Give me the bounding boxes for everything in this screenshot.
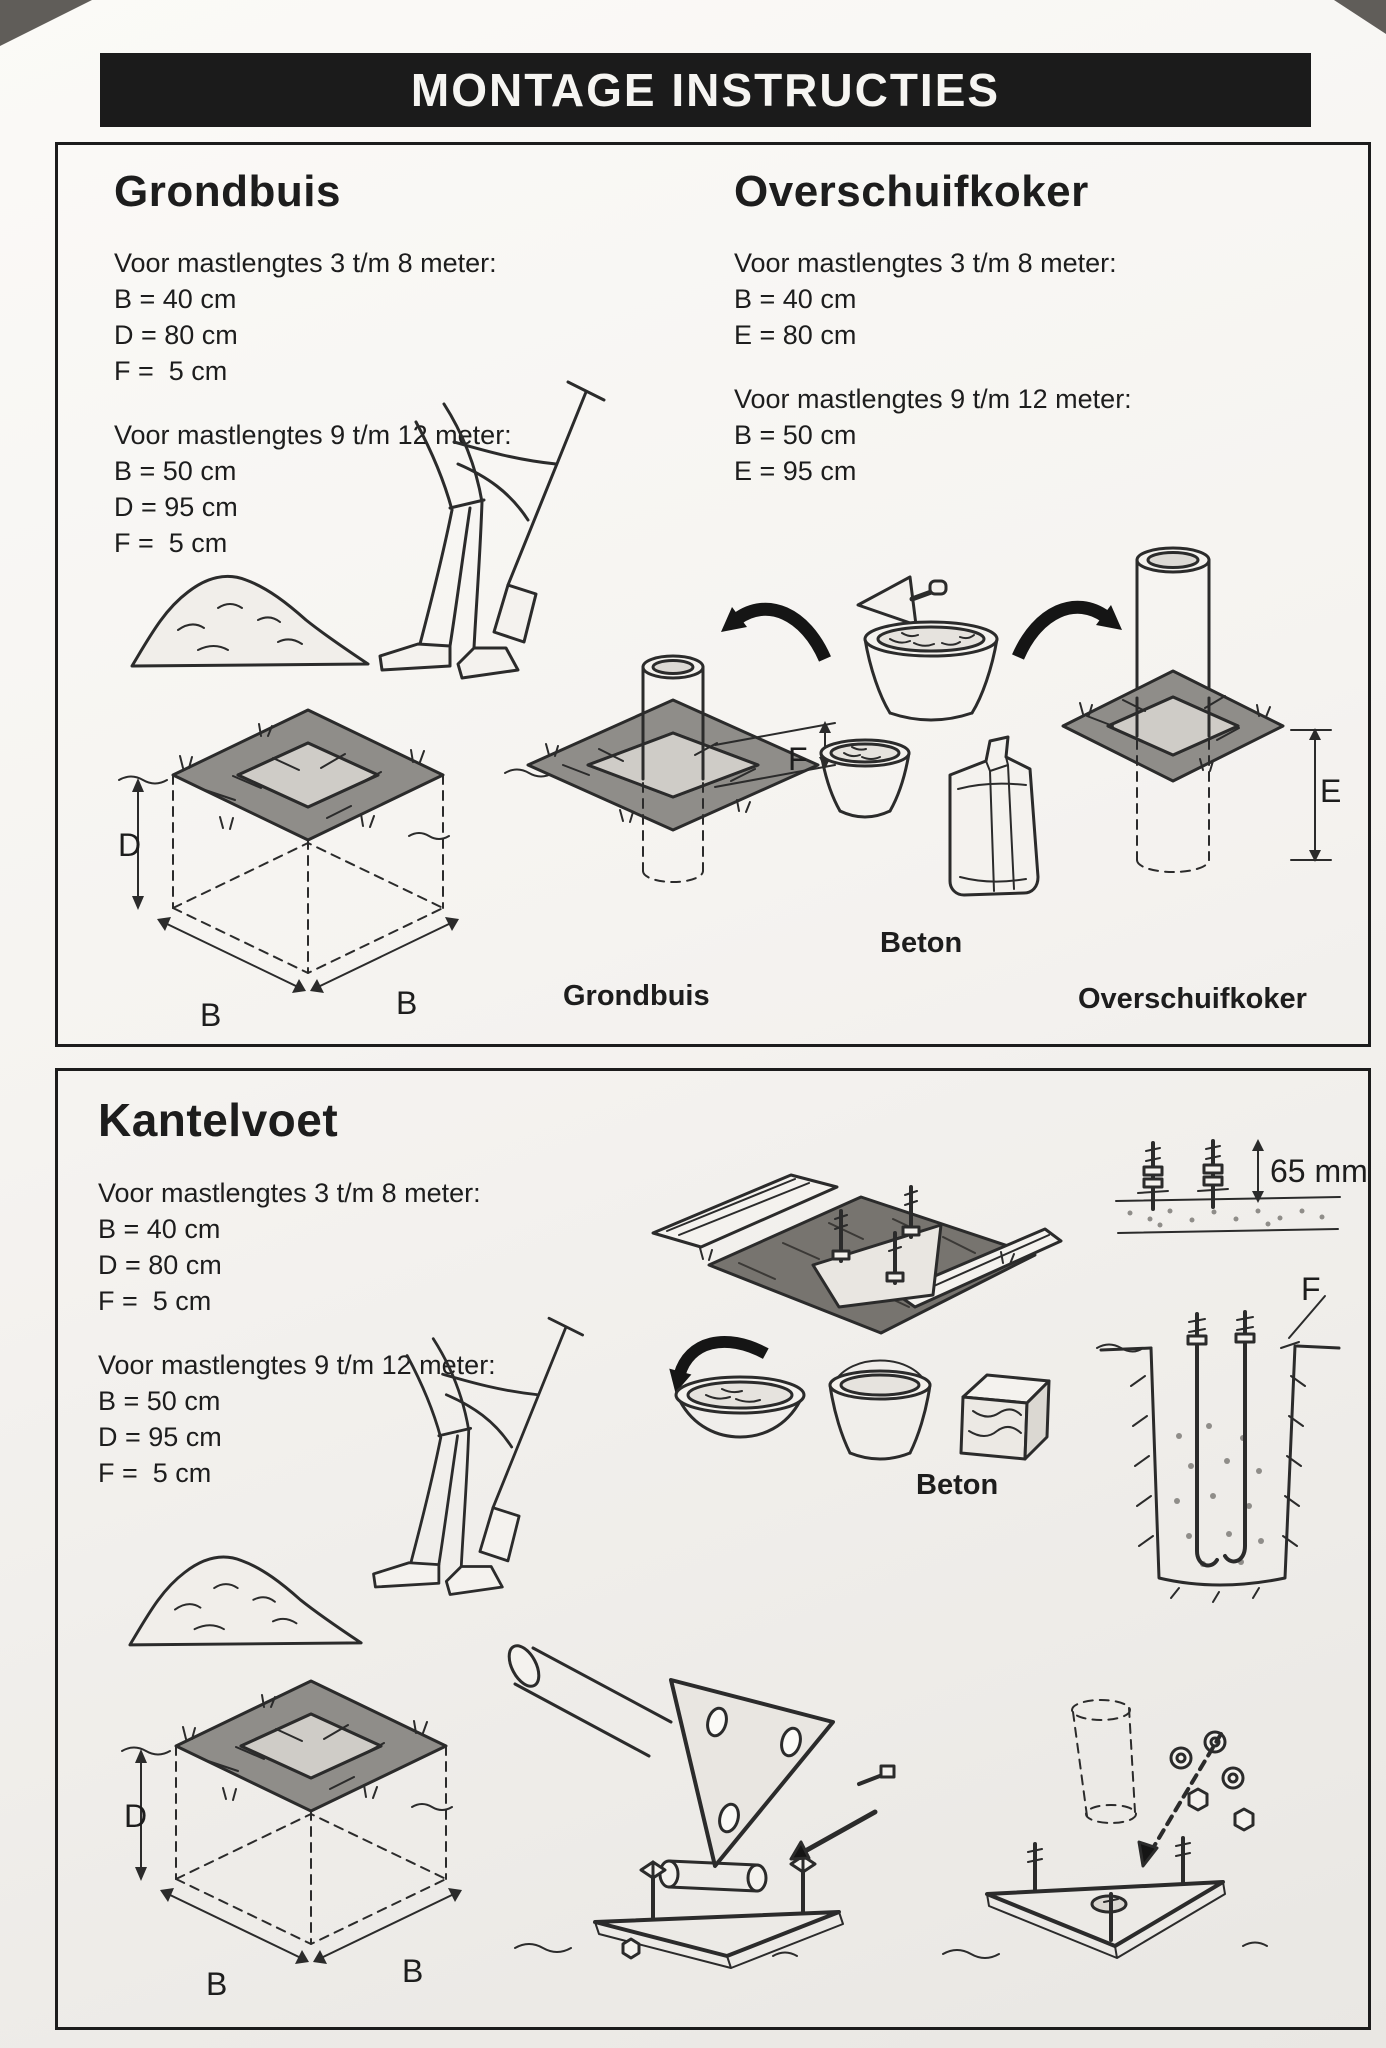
- panel-kantelvoet: Kantelvoet Voor mastlengtes 3 t/m 8 mete…: [55, 1068, 1371, 2030]
- dimension-b-left-label: B: [200, 997, 222, 1033]
- dimension-65mm-label: 65 mm: [1270, 1153, 1368, 1189]
- grondbuis-section: Grondbuis Voor mastlengtes 3 t/m 8 meter…: [114, 167, 512, 561]
- spec-heading: Voor mastlengtes 9 t/m 12 meter:: [98, 1350, 496, 1380]
- spec-line: B = 40 cm: [114, 284, 237, 314]
- spec-heading: Voor mastlengtes 9 t/m 12 meter:: [114, 420, 512, 450]
- grondbuis-spec-long: Voor mastlengtes 9 t/m 12 meter: B = 50 …: [114, 417, 512, 561]
- digging-person-illustration: [353, 1306, 633, 1616]
- excavation-hole-diagram: [113, 640, 459, 1020]
- bolt-height-detail-diagram: [1108, 1121, 1348, 1251]
- dimension-d-label: D: [124, 1798, 148, 1834]
- mortar-tub-illustration: [856, 613, 1006, 733]
- spec-line: F = 5 cm: [98, 1286, 212, 1316]
- kantelvoet-exploded-base-diagram: [923, 1696, 1283, 1976]
- dimension-d-label: D: [118, 827, 142, 863]
- curved-arrow-left-icon: [713, 587, 833, 677]
- kantelvoet-spec-long: Voor mastlengtes 9 t/m 12 meter: B = 50 …: [98, 1347, 496, 1491]
- kantelvoet-tilted-assembly-diagram: [503, 1626, 896, 1969]
- curved-arrow-right-icon: [1010, 585, 1130, 675]
- overschuifkoker-diagram: [1053, 530, 1353, 960]
- grondbuis-title: Grondbuis: [114, 167, 341, 216]
- curved-arrow-icon: [643, 1296, 782, 1431]
- spec-heading: Voor mastlengtes 3 t/m 8 meter:: [114, 248, 497, 278]
- kantelvoet-spec-short: Voor mastlengtes 3 t/m 8 meter: B = 40 c…: [98, 1175, 496, 1319]
- spec-line: B = 50 cm: [98, 1386, 221, 1416]
- spec-line: B = 50 cm: [734, 420, 857, 450]
- anchor-frame-diagram: [643, 1133, 1063, 1383]
- overschuifkoker-spec-long: Voor mastlengtes 9 t/m 12 meter: B = 50 …: [734, 381, 1132, 489]
- spec-line: B = 40 cm: [734, 284, 857, 314]
- excavation-hole-diagram: [116, 1611, 462, 1991]
- spec-line: B = 40 cm: [98, 1214, 221, 1244]
- mortar-bowl-illustration: [670, 1369, 810, 1449]
- spec-line: D = 95 cm: [98, 1422, 222, 1452]
- overschuifkoker-caption: Overschuifkoker: [1078, 983, 1307, 1015]
- panel-grondbuis-overschuifkoker: Grondbuis Voor mastlengtes 3 t/m 8 meter…: [55, 142, 1371, 1047]
- dimension-e-label: E: [1320, 773, 1342, 809]
- dirt-mound-illustration: [126, 1531, 366, 1649]
- grondbuis-caption: Grondbuis: [563, 980, 710, 1012]
- spec-heading: Voor mastlengtes 3 t/m 8 meter:: [734, 248, 1117, 278]
- cement-bag-illustration: [920, 727, 1055, 902]
- spec-line: D = 80 cm: [114, 320, 238, 350]
- spec-line: D = 95 cm: [114, 492, 238, 522]
- kantelvoet-title: Kantelvoet: [98, 1094, 339, 1146]
- spec-line: E = 80 cm: [734, 320, 857, 350]
- concrete-block-illustration: [953, 1359, 1063, 1464]
- photo-corner-shadow: [1334, 0, 1386, 34]
- spec-line: F = 5 cm: [114, 528, 228, 558]
- spec-heading: Voor mastlengtes 3 t/m 8 meter:: [98, 1178, 481, 1208]
- dirt-mound-illustration: [128, 550, 373, 670]
- small-bucket-illustration: [810, 733, 920, 828]
- kantelvoet-section: Kantelvoet Voor mastlengtes 3 t/m 8 mete…: [98, 1093, 496, 1491]
- spec-heading: Voor mastlengtes 9 t/m 12 meter:: [734, 384, 1132, 414]
- spec-line: F = 5 cm: [98, 1458, 212, 1488]
- beton-caption: Beton: [916, 1469, 999, 1501]
- trowel-illustration: [850, 563, 950, 643]
- grondbuis-spec-short: Voor mastlengtes 3 t/m 8 meter: B = 40 c…: [114, 245, 512, 389]
- title-bar: MONTAGE INSTRUCTIES: [100, 53, 1311, 127]
- spec-line: B = 50 cm: [114, 456, 237, 486]
- bucket-illustration: [820, 1359, 940, 1466]
- spec-line: F = 5 cm: [114, 356, 228, 386]
- dimension-b-right-label: B: [396, 985, 418, 1021]
- digging-person-illustration: [358, 370, 658, 700]
- overschuifkoker-spec-short: Voor mastlengtes 3 t/m 8 meter: B = 40 c…: [734, 245, 1132, 353]
- overschuifkoker-title: Overschuifkoker: [734, 167, 1089, 216]
- dimension-b-left-label: B: [206, 1966, 228, 2002]
- anchor-pit-cross-section: [1093, 1256, 1343, 1603]
- overschuifkoker-section: Overschuifkoker Voor mastlengtes 3 t/m 8…: [734, 167, 1132, 489]
- page-title: MONTAGE INSTRUCTIES: [410, 64, 1001, 116]
- dimension-b-right-label: B: [402, 1953, 424, 1989]
- dimension-f-label: F: [788, 741, 808, 777]
- photo-corner-shadow: [0, 0, 92, 46]
- spec-line: E = 95 cm: [734, 456, 857, 486]
- beton-caption: Beton: [880, 927, 963, 959]
- dimension-f-label: F: [1301, 1271, 1321, 1307]
- spec-line: D = 80 cm: [98, 1250, 222, 1280]
